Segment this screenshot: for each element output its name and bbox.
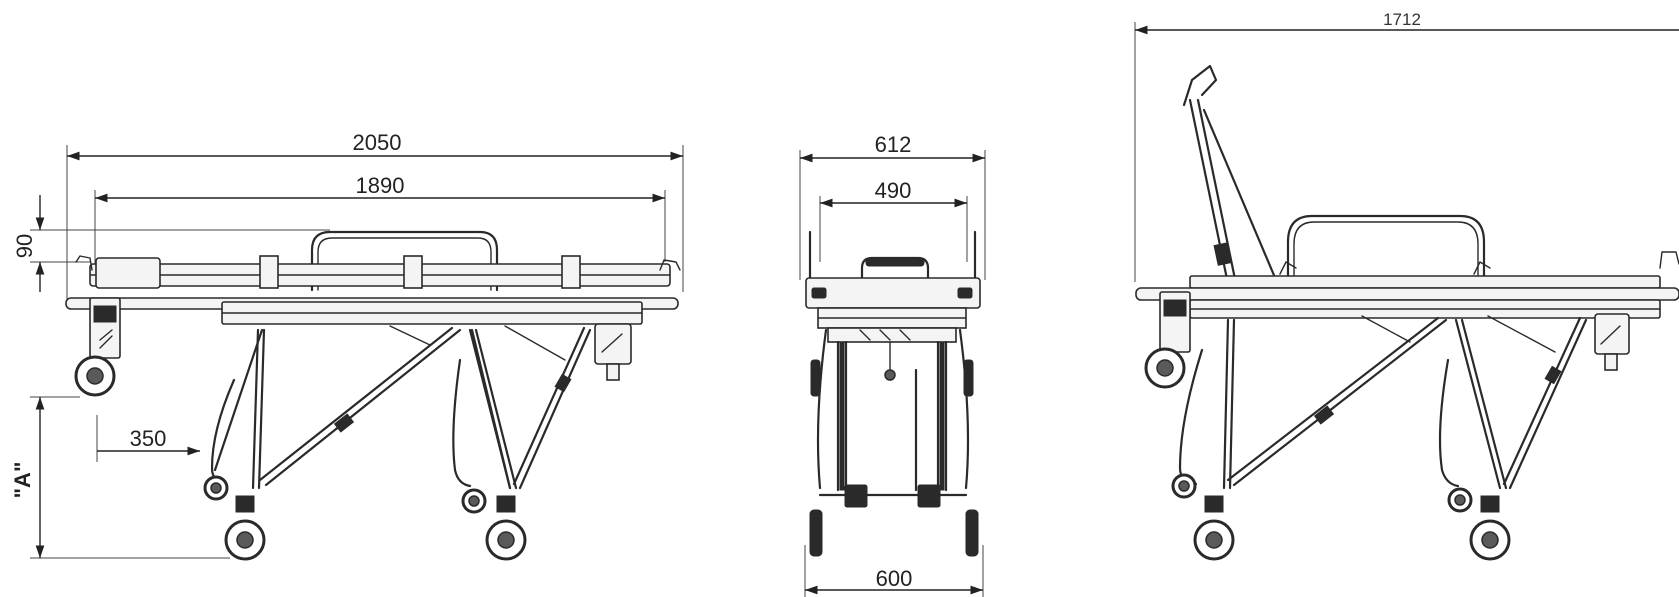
dimension-platform-width: 490	[819, 178, 968, 262]
label-platform-height: 90	[12, 234, 37, 258]
front-stretcher-body	[805, 230, 981, 557]
dimension-wheelbase-width: 600	[804, 545, 984, 597]
dimension-wheel-offset: 350	[96, 415, 200, 462]
label-platform-width: 490	[875, 178, 912, 203]
dimension-platform-length: 1890	[94, 173, 666, 276]
label-overall-length: 2050	[353, 130, 402, 155]
side-stretcher-body	[65, 230, 681, 561]
side-view: 2050 1890 90 "A" 350	[10, 130, 684, 561]
folded-view: 1712	[1134, 10, 1679, 561]
dimension-overall-length: 2050	[66, 130, 684, 300]
label-wheelbase-width: 600	[876, 566, 913, 591]
label-platform-length: 1890	[356, 173, 405, 198]
dimension-folded-length: 1712	[1134, 10, 1679, 282]
label-height-a: "A"	[10, 462, 35, 499]
front-view: 612 490 600	[799, 132, 986, 597]
label-wheel-offset: 350	[130, 426, 167, 451]
dimension-platform-height: 90	[12, 195, 330, 292]
dimension-height-a: "A"	[10, 396, 230, 559]
folded-stretcher-body	[1135, 64, 1679, 561]
dimension-overall-width: 612	[799, 132, 986, 280]
label-overall-width: 612	[875, 132, 912, 157]
label-folded-length: 1712	[1383, 10, 1421, 29]
